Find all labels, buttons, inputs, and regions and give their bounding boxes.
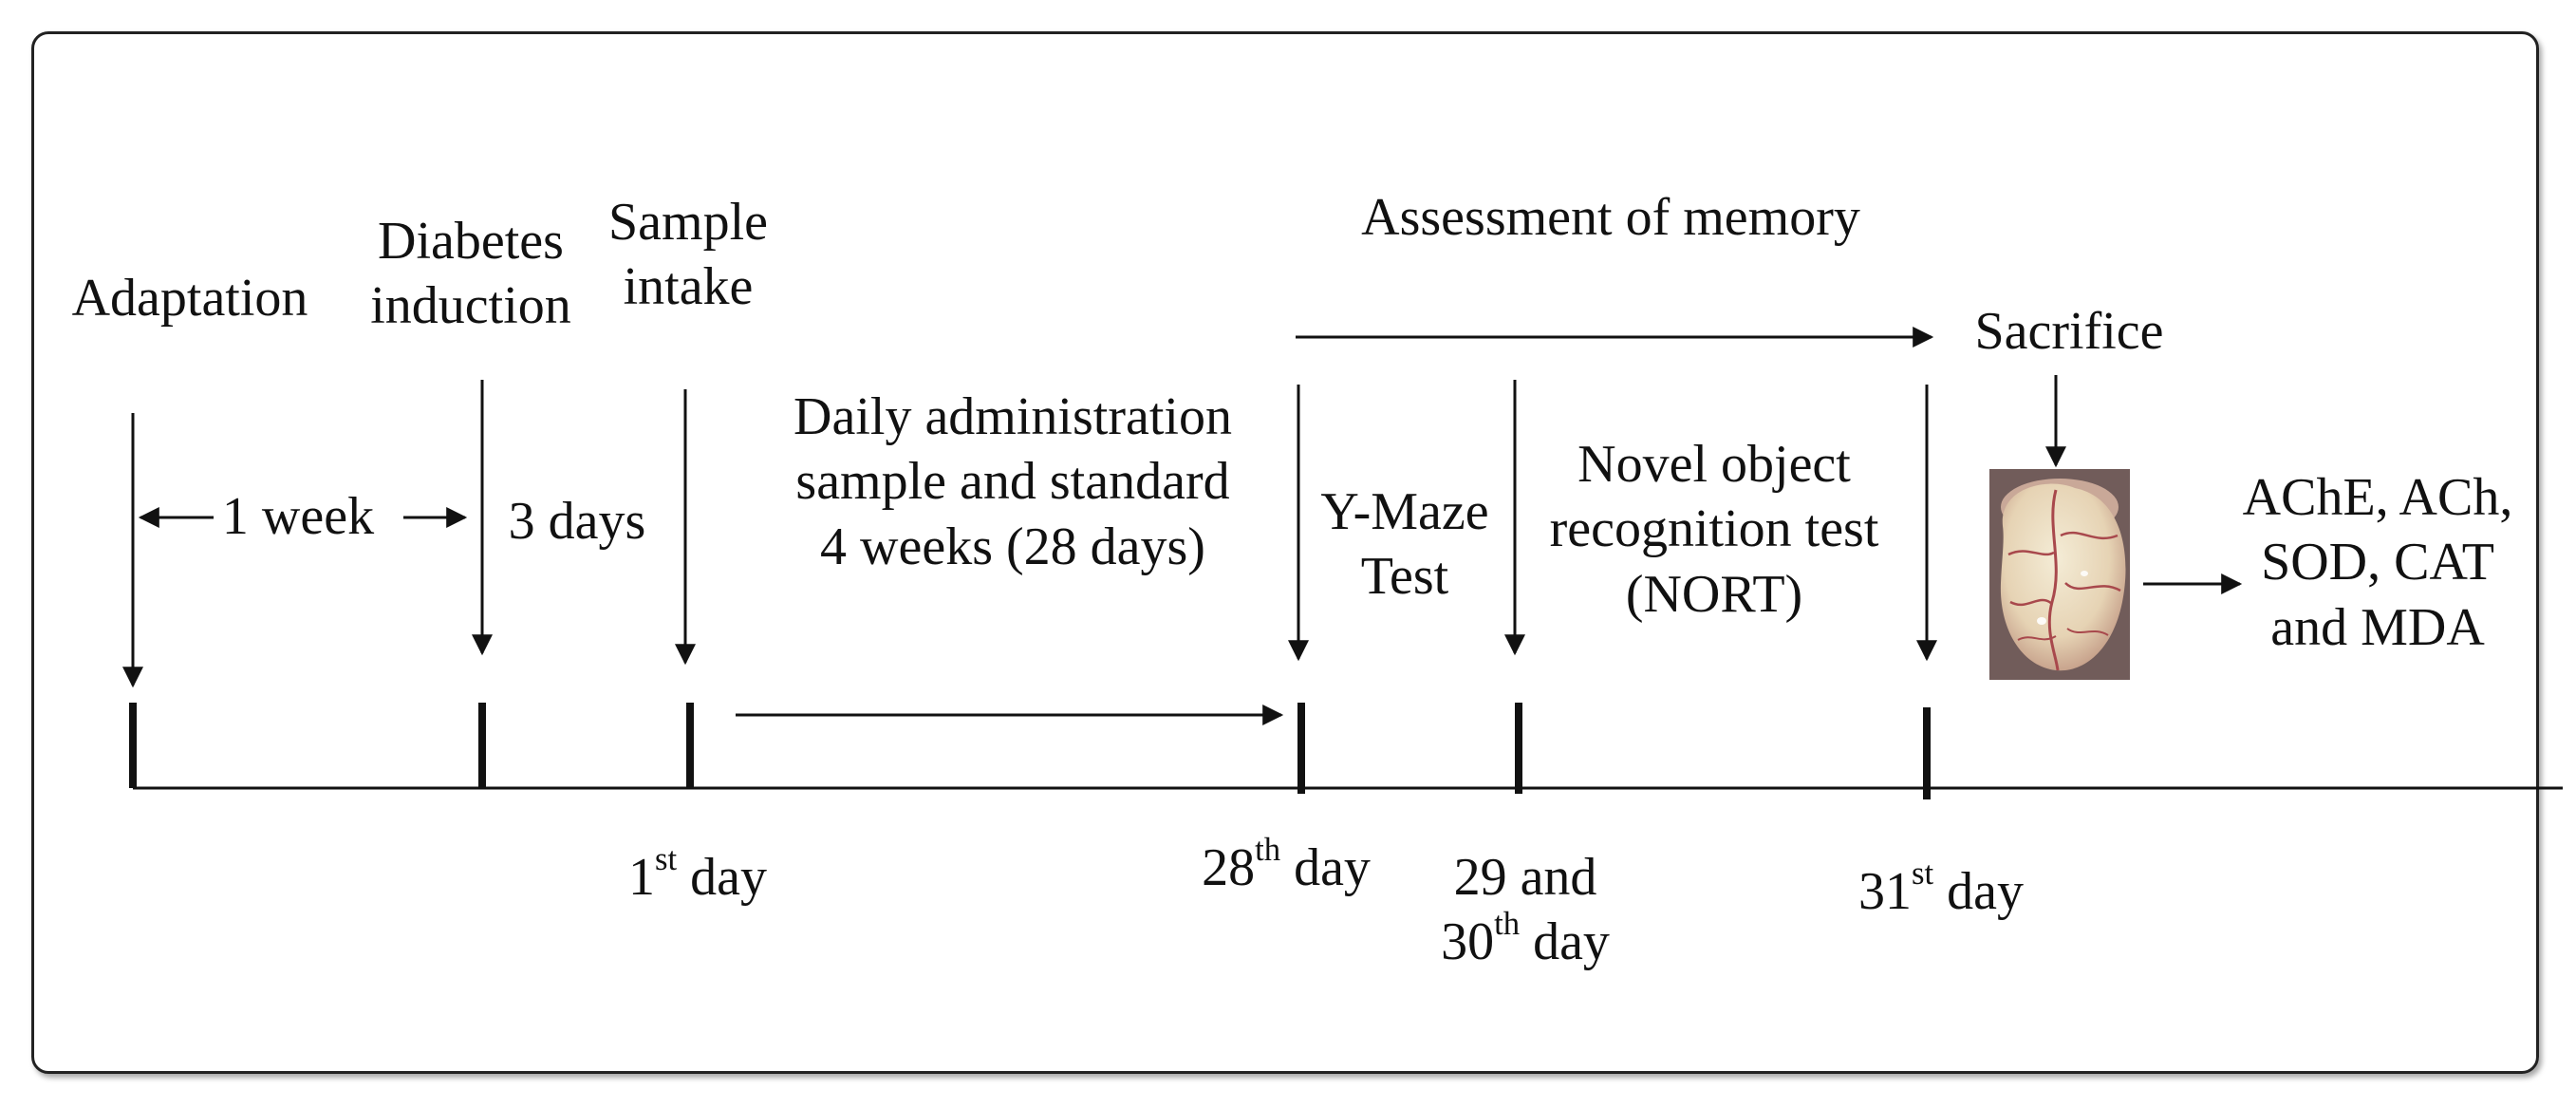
day-label-1st: 1st day <box>627 839 768 907</box>
horizontal-arrows <box>138 327 2243 725</box>
day-label-31st: 31st day <box>1857 854 2025 921</box>
phase-label-sacrifice: Sacrifice <box>1974 302 2164 361</box>
phase-label-sample-intake: Sample intake <box>608 193 768 317</box>
activity-nort: Novel object recognition test (NORT) <box>1549 435 1879 624</box>
biomarkers-label: AChE, ACh, SOD, CAT and MDA <box>2242 468 2513 657</box>
down-arrows <box>122 375 2066 688</box>
phase-label-adaptation: Adaptation <box>71 269 308 328</box>
phase-label-diabetes-induction: Diabetes induction <box>370 212 571 336</box>
duration-3-days: 3 days <box>508 492 646 551</box>
activity-daily-administration: Daily administration sample and standard… <box>793 387 1232 576</box>
diagram-frame <box>31 31 2539 1074</box>
activity-ymaze-test: Y-Maze Test <box>1320 482 1489 607</box>
timeline-ticks <box>129 703 1931 799</box>
phase-label-assessment: Assessment of memory <box>1361 188 1860 247</box>
day-label-28th: 28th day <box>1202 830 1371 897</box>
day-label-29-30th: 29 and 30th day <box>1441 848 1610 972</box>
brain-icon <box>1989 469 2130 680</box>
duration-1-week: 1 week <box>221 487 375 546</box>
